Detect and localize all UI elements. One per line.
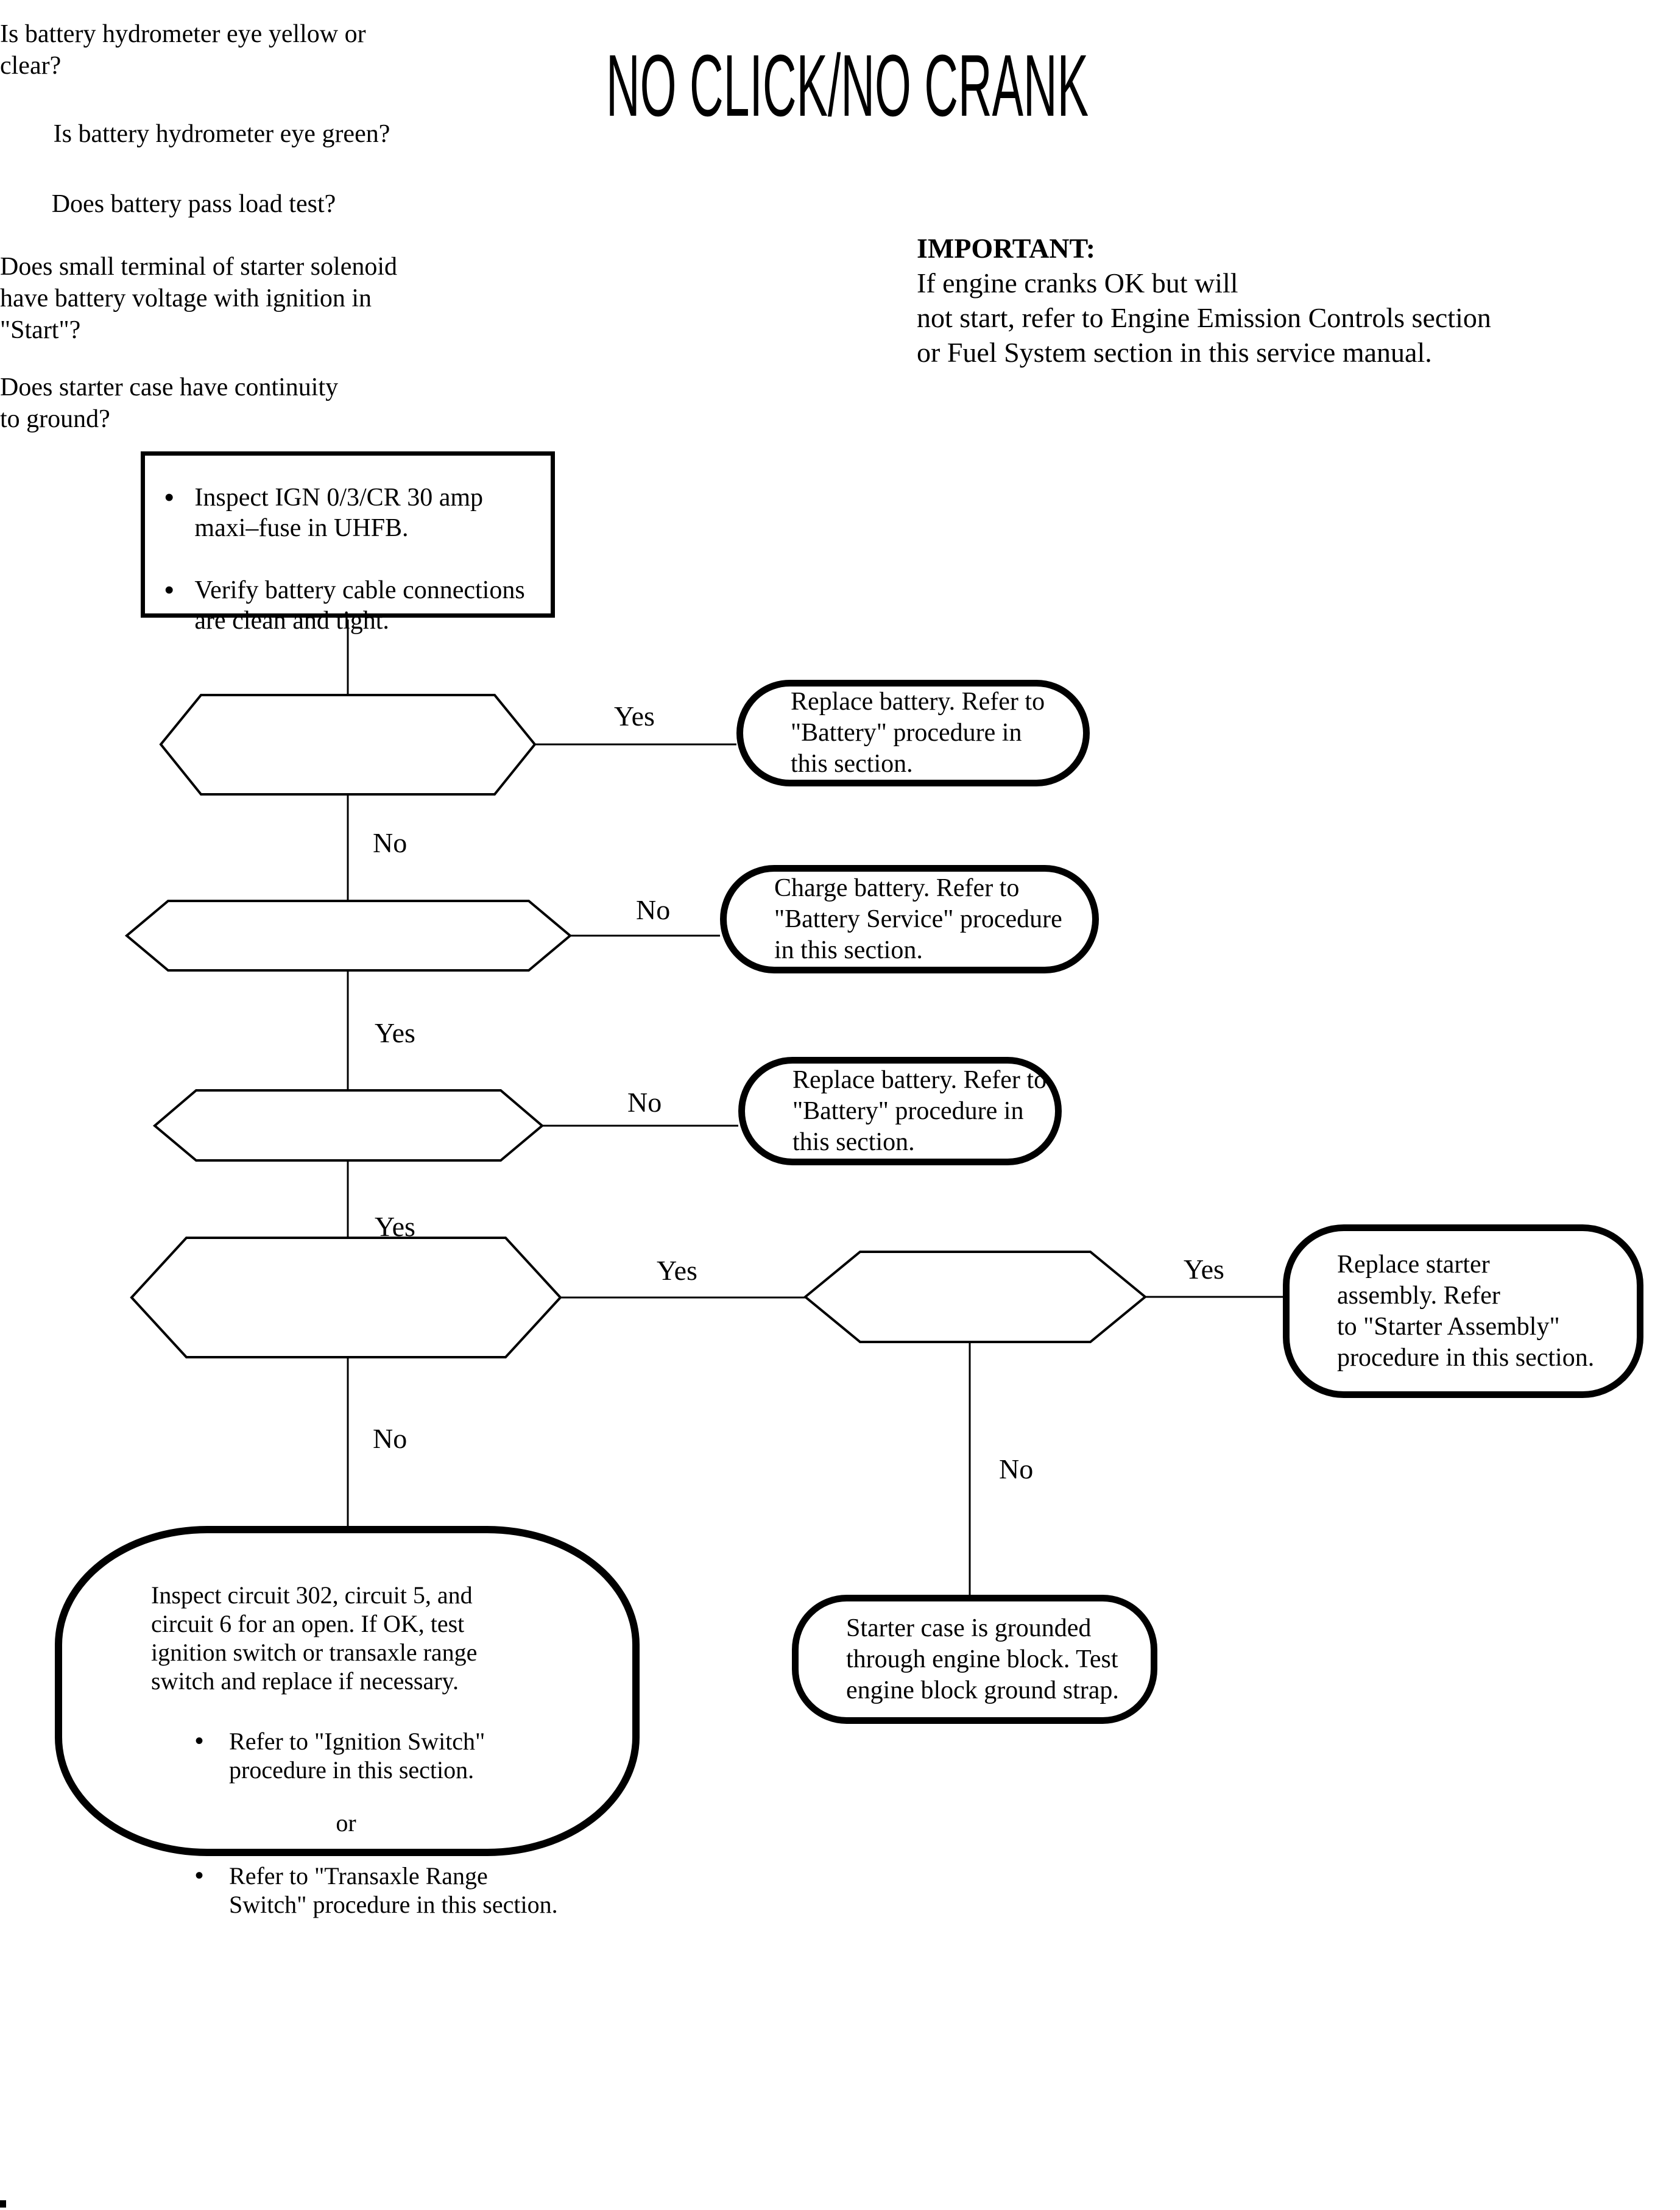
- decision-shape-hydrometer-green: [124, 900, 573, 972]
- start-box-item: • Verify battery cable connections are c…: [164, 575, 538, 636]
- important-note: IMPORTANT: If engine cranks OK but will …: [917, 196, 1629, 370]
- page-title: NO CLICK/NO CRANK: [606, 37, 1089, 135]
- label-q3-no: No: [627, 1087, 662, 1118]
- connector-lines: [347, 620, 1283, 1595]
- result-text: Starter case is grounded through engine …: [846, 1614, 1119, 1704]
- decision-shape-hydrometer-yellow: [159, 694, 537, 796]
- action-bullet-text: Refer to "Ignition Switch" procedure in …: [229, 1728, 485, 1784]
- decision-shape-starter-continuity: [803, 1251, 1148, 1343]
- label-q3-yes: Yes: [375, 1211, 415, 1242]
- decision-shapes: [124, 694, 1148, 1358]
- label-q2-yes: Yes: [375, 1017, 415, 1048]
- scan-artifact: [0, 2200, 6, 2208]
- label-q5-yes: Yes: [1184, 1254, 1224, 1285]
- label-q1-yes: Yes: [614, 701, 655, 732]
- bullet-icon: •: [195, 1728, 204, 1754]
- result-text: Charge battery. Refer to "Battery Servic…: [774, 874, 1062, 964]
- result-charge-battery: Charge battery. Refer to "Battery Servic…: [720, 865, 1099, 973]
- start-box-item-text: Verify battery cable connections are cle…: [194, 576, 525, 635]
- action-bullet: • Refer to "Ignition Switch" procedure i…: [195, 1727, 608, 1784]
- label-q2-no: No: [636, 894, 671, 925]
- title-banner: NO CLICK/NO CRANK: [606, 37, 1089, 135]
- action-box: Inspect circuit 302, circuit 5, and circ…: [55, 1526, 640, 1918]
- result-text: Replace battery. Refer to "Battery" proc…: [792, 1065, 1047, 1156]
- result-replace-battery-2: Replace battery. Refer to "Battery" proc…: [738, 1057, 1062, 1165]
- action-bullet-text: Refer to "Transaxle Range Switch" proced…: [229, 1862, 558, 1918]
- action-bullet: • Refer to "Transaxle Range Switch" proc…: [195, 1862, 608, 1919]
- label-q4-yes: Yes: [657, 1255, 697, 1286]
- action-paragraph: Inspect circuit 302, circuit 5, and circ…: [151, 1581, 478, 1695]
- result-text: Replace battery. Refer to "Battery" proc…: [791, 688, 1045, 778]
- result-replace-battery-1: Replace battery. Refer to "Battery" proc…: [736, 680, 1090, 786]
- important-label: IMPORTANT:: [917, 233, 1096, 264]
- result-replace-starter: Replace starter assembly. Refer to "Star…: [1283, 1224, 1643, 1398]
- result-starter-grounded: Starter case is grounded through engine …: [792, 1595, 1157, 1724]
- label-q4-no: No: [373, 1423, 408, 1454]
- result-text: Replace starter assembly. Refer to "Star…: [1337, 1250, 1595, 1372]
- decision-shape-load-test: [152, 1089, 545, 1162]
- important-text: If engine cranks OK but will not start, …: [917, 267, 1491, 368]
- bullet-icon: •: [195, 1862, 204, 1889]
- bullet-icon: •: [164, 575, 174, 605]
- bullet-icon: •: [164, 482, 174, 512]
- start-box-item-text: Inspect IGN 0/3/CR 30 amp maxi–fuse in U…: [194, 484, 484, 542]
- start-box-item: • Inspect IGN 0/3/CR 30 amp maxi–fuse in…: [164, 482, 538, 543]
- label-q5-no: No: [999, 1453, 1034, 1485]
- label-q1-no: No: [373, 827, 408, 858]
- start-box: • Inspect IGN 0/3/CR 30 amp maxi–fuse in…: [141, 451, 555, 635]
- action-separator: or: [336, 1809, 356, 1837]
- decision-shape-solenoid-voltage: [130, 1237, 562, 1358]
